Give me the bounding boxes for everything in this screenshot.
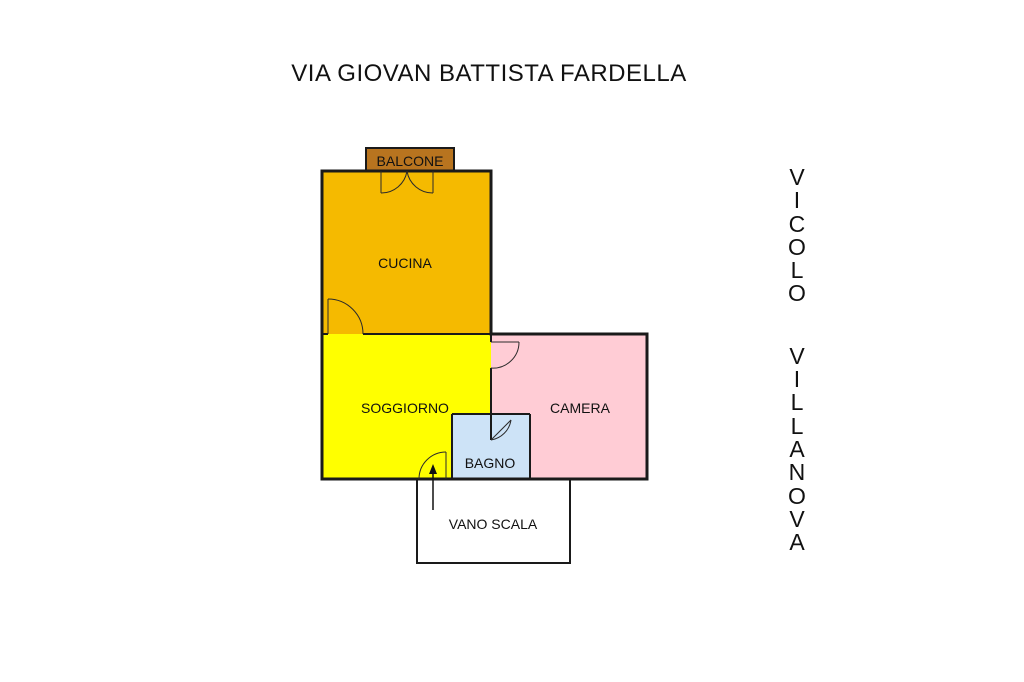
cucina-room — [322, 171, 491, 334]
street-side-letter: L — [790, 412, 804, 439]
vano-scala-label: VANO SCALA — [449, 516, 538, 532]
balcone-label: BALCONE — [377, 153, 444, 169]
street-side-letter: I — [793, 366, 801, 393]
street-side-letter: V — [789, 342, 805, 369]
entrance-door — [418, 451, 447, 480]
street-side-letter: A — [789, 529, 805, 556]
interior-walls — [322, 333, 531, 479]
street-side-letter: O — [788, 482, 806, 509]
bagno-label: BAGNO — [465, 455, 516, 471]
vano-scala-room — [416, 477, 571, 564]
outer-walls — [320, 169, 649, 481]
street-side-letter: L — [790, 257, 804, 284]
street-side-letter: N — [788, 459, 806, 486]
balcony-door — [380, 170, 434, 194]
street-side-letter: A — [789, 435, 805, 462]
soggiorno-label: SOGGIORNO — [361, 400, 449, 416]
camera-label: CAMERA — [550, 400, 611, 416]
street-name-top: VIA GIOVAN BATTISTA FARDELLA — [291, 60, 687, 87]
street-side-letter: O — [788, 233, 806, 260]
street-side-letter: C — [788, 210, 806, 237]
street-side-letter: V — [789, 505, 805, 532]
street-side-letter: O — [788, 280, 806, 307]
entrance-arrow-icon — [429, 464, 437, 510]
street-side-letter: I — [793, 187, 801, 214]
kitchen-door — [327, 298, 364, 335]
cucina-label: CUCINA — [378, 255, 432, 271]
street-side-letter: V — [789, 164, 805, 190]
street-side-letter: L — [790, 389, 804, 416]
bagno-door — [490, 419, 512, 441]
camera-door — [490, 341, 520, 369]
